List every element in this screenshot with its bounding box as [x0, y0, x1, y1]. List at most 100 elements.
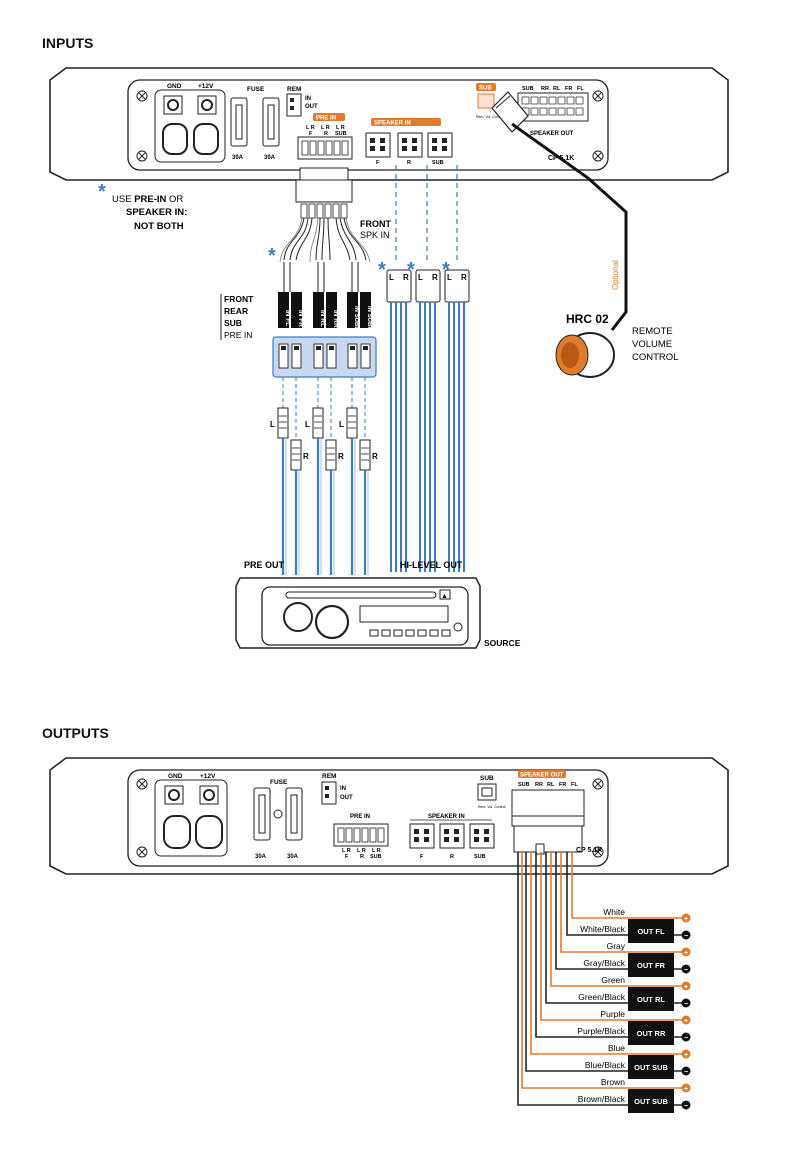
pre-in-label: PRE IN — [350, 814, 370, 820]
minus-terminal-icon — [681, 1032, 691, 1042]
wire-color-label: Green/Black — [578, 992, 626, 1002]
rca-female-panel — [272, 336, 377, 378]
hrc-label: HRC 02 — [566, 312, 609, 326]
speaker-output-label: OUT FR — [637, 961, 665, 970]
harness-label-fl: IN FL — [284, 310, 291, 326]
screw-icon — [592, 150, 604, 162]
sub-caption: Rem. Vol. Control — [478, 805, 506, 809]
front-spk-in-line1: FRONT — [360, 219, 391, 229]
pre-in-f: F — [345, 854, 349, 860]
wire-color-label: Gray — [607, 941, 626, 951]
pre-in-r: R — [360, 854, 364, 860]
plus-terminal-icon — [681, 981, 691, 991]
pre-in-lr: L R — [342, 848, 351, 854]
wire-color-label: White/Black — [580, 924, 626, 934]
legend-front: FRONT — [224, 294, 254, 304]
wire-color-label: Purple/Black — [577, 1026, 625, 1036]
minus-sign: − — [684, 1103, 688, 1110]
minus-sign: − — [684, 1035, 688, 1042]
amplifier-top: GND +12V FUSE 30A 30A REM IN OUT PRE IN … — [49, 67, 729, 181]
plus-terminal-icon — [681, 1015, 691, 1025]
minus-terminal-icon — [681, 964, 691, 974]
minus-terminal-icon — [681, 1066, 691, 1076]
rca-legend: FRONT REAR SUB PRE IN — [220, 294, 254, 340]
fuse1-label: 30A — [255, 854, 267, 860]
speaker-output-label: OUT FL — [637, 927, 664, 936]
remote-knob-icon — [555, 332, 615, 378]
screw-icon — [136, 90, 148, 102]
pre-in-sub: SUB — [370, 854, 382, 860]
gnd-label: GND — [168, 773, 183, 780]
wire-color-label: Purple — [600, 1009, 625, 1019]
pre-in-r: R — [324, 131, 328, 137]
plus-sign: + — [684, 950, 688, 957]
speaker-output-label: OUT SUB — [634, 1097, 668, 1106]
rem-in-label: IN — [305, 96, 311, 102]
gnd-label: GND — [167, 83, 182, 90]
spk-r-label: R — [407, 160, 411, 166]
spk-sub-label: SUB — [432, 160, 444, 166]
legend-pre-in: PRE IN — [224, 330, 252, 340]
harness-label-rl: IN RL — [319, 310, 326, 327]
speaker-output-label: OUT SUB — [634, 1063, 668, 1072]
speaker-output-box — [628, 953, 674, 977]
note-line1: USE PRE-IN OR — [112, 194, 183, 205]
screw-icon — [136, 150, 148, 162]
fuse-label: FUSE — [247, 86, 265, 93]
l-label: L — [339, 420, 344, 429]
spk-out-col: FL — [571, 782, 578, 788]
amplifier-bottom: GND +12V FUSE 30A 30A REM IN OUT PRE IN … — [49, 757, 729, 875]
speaker-in-label: SPEAKER IN — [374, 121, 411, 127]
spk-out-col: RL — [547, 782, 555, 788]
screw-icon — [136, 846, 148, 858]
plus-sign: + — [684, 916, 688, 923]
spk-out-col: RR — [535, 782, 543, 788]
plus-sign: + — [684, 1052, 688, 1059]
minus-sign: − — [684, 967, 688, 974]
speaker-in-label: SPEAKER IN — [428, 814, 465, 820]
minus-terminal-icon — [681, 1100, 691, 1110]
spk-f-label: F — [376, 160, 380, 166]
fuse-label: FUSE — [270, 779, 288, 786]
harness-label-subr: IN SUBR — [366, 306, 372, 331]
plus-terminal-icon — [681, 1049, 691, 1059]
speaker-output-box — [628, 987, 674, 1011]
l-label: L — [418, 273, 423, 282]
output-wire — [521, 852, 686, 1089]
plus-sign: + — [684, 1086, 688, 1093]
pre-out-label: PRE OUT — [244, 560, 285, 570]
wire-color-label: Blue/Black — [585, 1060, 626, 1070]
screw-icon — [592, 846, 604, 858]
spk-r-label: R — [450, 854, 454, 860]
plus-sign: + — [684, 1018, 688, 1025]
wire-color-label: Blue — [608, 1043, 625, 1053]
sub-label: SUB — [479, 86, 492, 92]
plus12-label: +12V — [198, 83, 214, 90]
hi-level-out-label: HI-LEVEL OUT — [400, 560, 463, 570]
remote-line1: REMOTE — [632, 326, 673, 337]
output-wire — [530, 852, 686, 1055]
r-label: R — [403, 273, 409, 282]
speaker-out-label: SPEAKER OUT — [520, 773, 564, 779]
spk-out-col: FR — [559, 782, 566, 788]
wire-color-label: White — [603, 907, 625, 917]
pre-in-harness: IN FL IN FR IN RL IN RR IN SUBL IN SUBR … — [268, 167, 372, 331]
speaker-output-box — [628, 1021, 674, 1045]
rem-label: REM — [322, 773, 336, 780]
r-label: R — [461, 273, 467, 282]
spk-out-col: RR — [541, 86, 549, 92]
output-wire — [560, 852, 686, 953]
sub-caption: Rem. Vol. Control — [476, 115, 504, 119]
rem-in-label: IN — [340, 786, 346, 792]
pre-in-sub: SUB — [335, 131, 347, 137]
output-wire-labels: WhiteWhite/BlackGrayGray/BlackGreenGreen… — [577, 907, 625, 1104]
asterisk-icon: * — [268, 245, 276, 267]
speaker-output-box — [628, 919, 674, 943]
spk-out-col: RL — [553, 86, 561, 92]
rem-out-label: OUT — [305, 104, 318, 110]
front-spk-in-line2: SPK IN — [360, 230, 390, 240]
speaker-out-label: SPEAKER OUT — [530, 131, 574, 137]
l-label: L — [389, 273, 394, 282]
pre-in-lr: L R — [357, 848, 366, 854]
source-label: SOURCE — [484, 638, 521, 648]
